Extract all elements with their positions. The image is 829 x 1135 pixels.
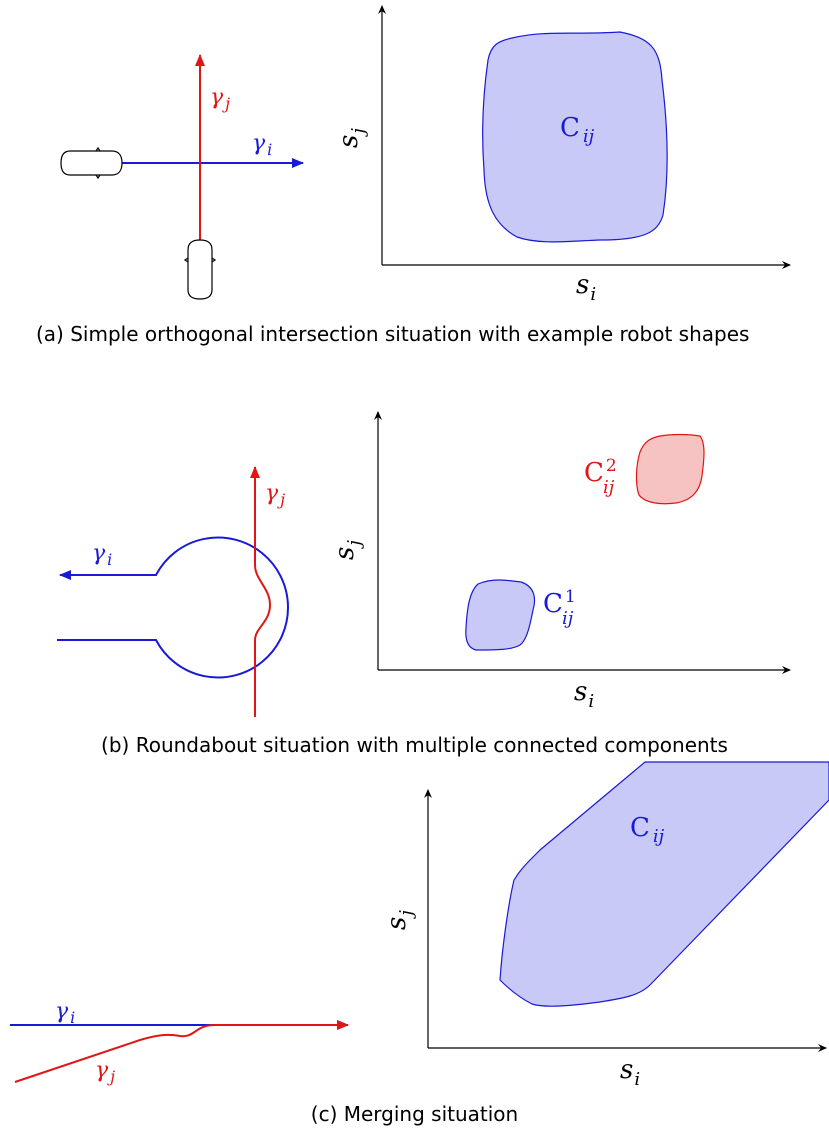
robot-car-i-icon xyxy=(60,146,123,180)
x-axis-label: si xyxy=(574,677,594,712)
x-axis-label: si xyxy=(620,1055,640,1090)
y-axis-label: sj xyxy=(330,540,365,560)
region-c1-sub: ij xyxy=(562,608,574,629)
collision-region-c1 xyxy=(465,579,536,651)
collision-region-cij xyxy=(499,761,829,1007)
y-axis-label: sj xyxy=(382,910,417,930)
x-axis-label: si xyxy=(576,270,596,305)
y-axis-label: sj xyxy=(334,128,369,148)
collision-region-cij xyxy=(482,31,668,243)
caption-c: (c) Merging situation xyxy=(310,1102,519,1126)
path-i-roundabout xyxy=(57,536,289,679)
caption-a: (a) Simple orthogonal intersection situa… xyxy=(36,322,750,346)
caption-b: (b) Roundabout situation with multiple c… xyxy=(101,733,728,757)
path-j-line xyxy=(250,466,272,717)
region-c2-sub: ij xyxy=(603,477,615,498)
collision-region-c2 xyxy=(635,433,705,505)
path-j-line xyxy=(14,1020,349,1083)
robot-car-j-icon xyxy=(183,239,217,300)
